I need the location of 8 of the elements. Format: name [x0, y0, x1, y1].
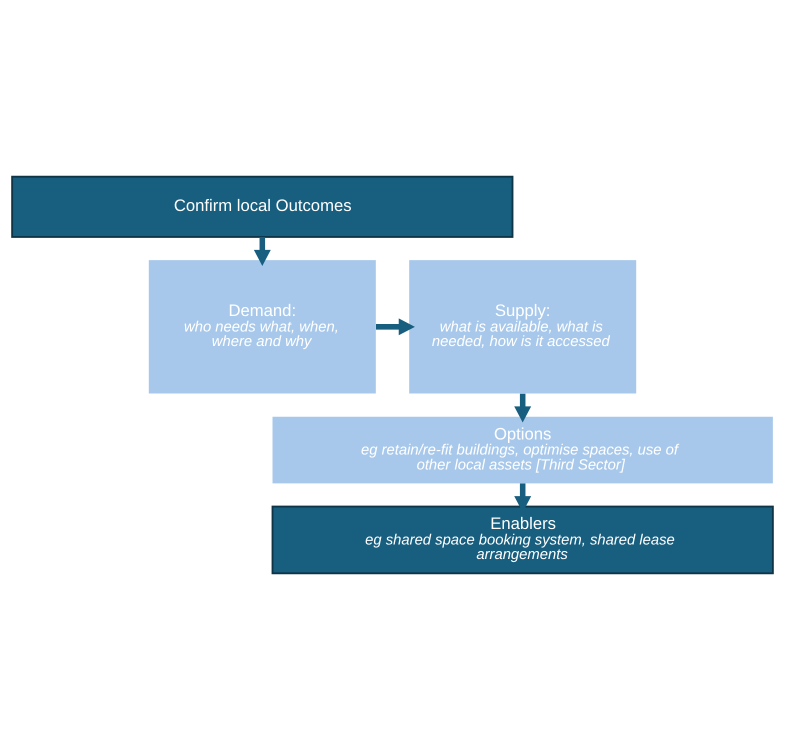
- arrow: [376, 318, 415, 335]
- node-box: Options eg retain/re-fit buildings, optimise spaces, use of other local assets [Third Sector]: [272, 416, 773, 483]
- arrow: [514, 393, 532, 422]
- arrow: [254, 236, 271, 266]
- node-box: Enablers eg shared space booking system, shared lease arrangements: [272, 505, 774, 574]
- node-box: Confirm local Outcomes: [11, 175, 514, 238]
- node-box: Demand: who needs what, when, where and why: [148, 260, 376, 394]
- node-box: Supply: what is available, what is needed, how is it accessed: [409, 260, 636, 394]
